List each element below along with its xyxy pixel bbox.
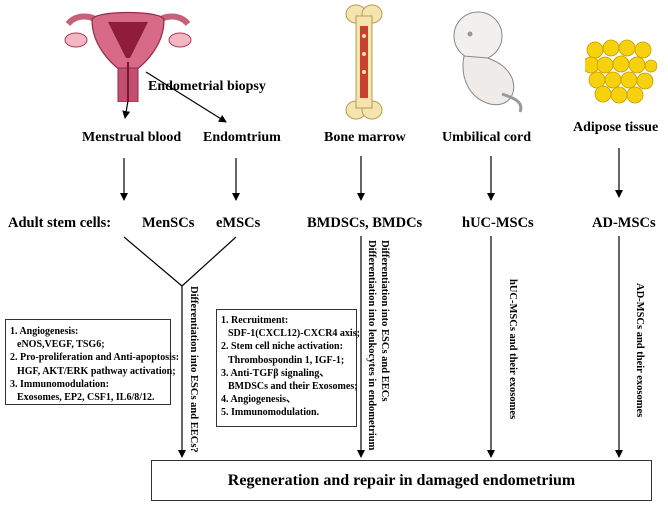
mechanism-line: BMDSCs and their Exosomes; [228, 381, 358, 393]
mechanism-line: 1. Recruitment: [221, 315, 289, 326]
outcome-box: Regeneration and repair in damaged endom… [151, 460, 652, 501]
cell-label-menscs: MenSCs [142, 215, 195, 231]
uterus-icon [64, 11, 192, 102]
source-label-menstrual-blood: Menstrual blood [82, 130, 182, 145]
mechanism-line: 3. Immunomodulation: [10, 378, 109, 390]
mechanism-line: 1. Angiogenesis: [10, 326, 79, 337]
bone-icon [345, 4, 383, 120]
outcome-label: Regeneration and repair in damaged endom… [227, 471, 576, 489]
vertical-label-endo-differentiation: Differentiation into ESCs and EECs? [188, 286, 199, 453]
mechanism-line: 2. Stem cell niche activation: [221, 341, 343, 353]
mechanism-line: Thrombospondin 1, IGF-1; [228, 354, 345, 366]
vertical-label-bm-differentiation-escs: Differentiation into ESCs and EECs [379, 240, 390, 402]
source-label-bone-marrow: Bone marrow [324, 130, 406, 145]
source-label-umbilical-cord: Umbilical cord [442, 130, 532, 145]
cell-label-huc-mscs: hUC-MSCs [462, 215, 534, 231]
fat-cells-icon [585, 39, 657, 104]
vertical-label-huc-exosomes: hUC-MSCs and their exosomes [507, 279, 518, 420]
mechanism-line: Exosomes, EP2, CSF1, IL6/8/12. [17, 392, 155, 404]
mechanism-line: 3. Anti-TGFβ signaling、 [221, 367, 330, 379]
converge-line-left [123, 236, 183, 287]
source-label-endometrium: Endomtrium [203, 130, 281, 145]
adult-stem-cells-label: Adult stem cells: [8, 215, 112, 231]
mechanism-line: 4. Angiogenesis、 [221, 394, 297, 406]
mechanism-line: 5. Immunomodulation. [221, 407, 320, 419]
cell-label-bmdscs-bmdcs: BMDSCs, BMDCs [307, 215, 423, 231]
vertical-label-bm-differentiation-leukocytes: Differentiation into leukocytes in endom… [366, 240, 377, 451]
mechanisms-box-bmdscs: 1. Recruitment: SDF-1(CXCL12)-CXCR4 axis… [216, 309, 360, 427]
mechanism-line: 2. Pro-proliferation and Anti-apoptosis: [10, 352, 180, 364]
fetus-icon [453, 11, 523, 113]
mechanisms-box-menscs: 1. Angiogenesis: eNOS,VEGF, TSG6; 2. Pro… [5, 319, 180, 405]
mechanism-line: SDF-1(CXCL12)-CXCR4 axis; [228, 328, 360, 340]
mechanism-line: eNOS,VEGF, TSG6; [17, 339, 105, 351]
endometrial-biopsy-label: Endometrial biopsy [148, 79, 266, 94]
arrow-uterus-to-endometrium [145, 71, 227, 123]
converge-line-right [181, 236, 237, 287]
source-label-adipose-tissue: Adipose tissue [573, 120, 659, 135]
cell-label-ad-mscs: AD-MSCs [592, 215, 656, 231]
cell-label-emscs: eMSCs [216, 215, 261, 231]
vertical-label-ad-exosomes: AD-MSCs and their exosomes [634, 283, 645, 418]
mechanism-line: HGF, AKT/ERK pathway activation; [17, 365, 176, 377]
